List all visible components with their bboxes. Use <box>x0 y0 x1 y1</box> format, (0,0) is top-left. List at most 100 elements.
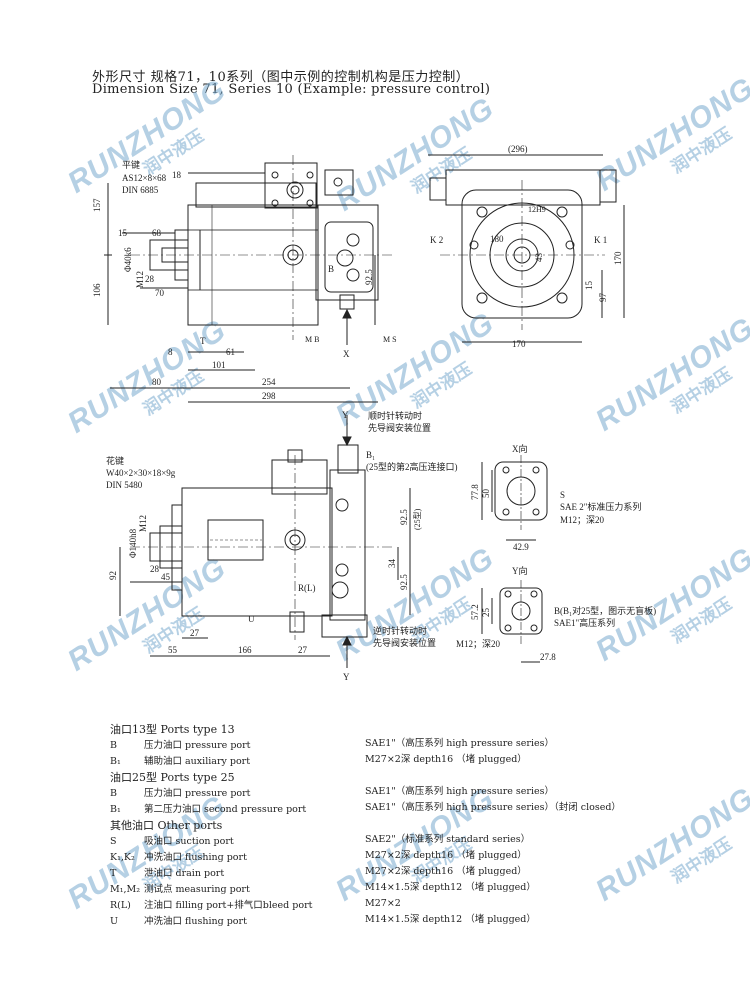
dim-166: 166 <box>238 645 252 655</box>
spline-label-1: 花键 <box>106 455 124 466</box>
key-label-3: DIN 6885 <box>122 185 159 195</box>
x-note-S: S <box>560 490 565 500</box>
legend-code: B₁ <box>110 756 121 767</box>
spec-row: SAE1"（高压系列 high pressure series）（封闭 clos… <box>365 802 621 813</box>
spec-row: SAE1"（高压系列 high pressure series） <box>365 738 554 749</box>
dim-15: 15 <box>118 228 128 238</box>
legend-code: B <box>110 788 117 799</box>
port-Mb: M B <box>305 335 319 344</box>
dim-70: 70 <box>155 288 165 298</box>
cw-note-1: 顺时针转动时 <box>368 410 422 421</box>
key-label-2: AS12×8×68 <box>122 173 167 183</box>
dim-157: 157 <box>92 198 102 212</box>
view-X: X <box>343 349 350 359</box>
spec-row: M27×2深 depth16 （堵 plugged） <box>365 866 527 877</box>
dim-92: 92 <box>108 571 118 580</box>
spec-row: M14×1.5深 depth12 （堵 plugged） <box>365 882 536 893</box>
port-T: T <box>200 336 206 346</box>
legend-desc: 冲洗油口 flushing port <box>144 852 247 863</box>
port-K1: K 1 <box>594 235 607 245</box>
ccw-note-1: 逆时针转动时 <box>373 625 427 636</box>
y-view-title: Y向 <box>512 565 528 576</box>
legend-desc: 注油口 filling port+排气口bleed port <box>144 900 313 911</box>
y-view: Y向 57.2 25 27.8 B(B₁对25型，图示无盲板) SAE1"高压系… <box>456 565 656 663</box>
port-B: B <box>328 264 334 274</box>
port-K2: K 2 <box>430 235 443 245</box>
dim-8: 8 <box>168 347 173 357</box>
key-label-1: 平键 <box>122 159 140 170</box>
dim-40: Φ40k6 <box>123 247 133 272</box>
x-note-m12: M12；深20 <box>560 515 605 525</box>
legend-desc: 泄油口 drain port <box>144 868 225 879</box>
dim-106: 106 <box>92 283 102 297</box>
y-note-sae1: SAE1"高压系列 <box>554 617 615 628</box>
spec-row: SAE1"（高压系列 high pressure series） <box>365 786 554 797</box>
legend-row: R(L) 注油口 filling port+排气口bleed port <box>110 898 312 914</box>
legend-code: B <box>110 740 117 751</box>
legend-row: U 冲洗油口 flushing port <box>110 914 312 930</box>
legend-code: M₁,M₂ <box>110 884 141 895</box>
legend-desc: 冲洗油口 flushing port <box>144 916 247 927</box>
spec-row <box>365 816 621 832</box>
legend-code: U <box>110 916 119 927</box>
legend-code: T <box>110 868 117 879</box>
ports-spec-column: SAE1"（高压系列 high pressure series） M27×2深 … <box>365 736 621 928</box>
b1-note-2: (25型的第2高压连接口) <box>366 461 458 472</box>
spec-row: M27×2 <box>365 898 401 909</box>
dim-m12-b: M12 <box>138 515 148 532</box>
dim-25-type: (25型) <box>413 508 422 530</box>
legend-group-other: 其他油口 Other ports <box>110 819 223 832</box>
dim-28-b: 28 <box>150 564 160 574</box>
legend-code: B₁ <box>110 804 121 815</box>
b1-note-1: B₁ <box>366 450 375 460</box>
legend-code: K₁,K₂ <box>110 852 135 863</box>
dim-57-2: 57.2 <box>470 604 480 620</box>
dim-80: 80 <box>152 377 162 387</box>
dim-42-9: 42.9 <box>513 542 529 552</box>
dim-27-b: 27 <box>298 645 308 655</box>
spline-label-2: W40×2×30×18×9g <box>106 468 176 478</box>
dim-296: (296) <box>508 144 528 154</box>
spec-row: M14×1.5深 depth12 （堵 plugged） <box>365 914 536 925</box>
dim-92-5-c: 92.5 <box>399 574 409 590</box>
title-en: Dimension Size 71, Series 10 (Example: p… <box>92 82 491 97</box>
view-Y-top: Y <box>342 410 349 420</box>
spec-row <box>365 768 621 784</box>
legend-row: K₁,K₂ 冲洗油口 flushing port <box>110 850 312 866</box>
title-cn: 外形尺寸 规格71，10系列（图中示例的控制机构是压力控制） <box>92 70 470 85</box>
dim-170-v: 170 <box>613 251 623 265</box>
port-U: U <box>248 614 255 624</box>
legend-code: R(L) <box>110 900 131 911</box>
dim-15-side: 15 <box>584 281 594 291</box>
dim-43: 43 <box>534 253 544 263</box>
spec-row: M27×2深 depth16 （堵 plugged） <box>365 850 527 861</box>
dim-170-h: 170 <box>512 339 526 349</box>
dim-27-a: 27 <box>190 628 200 638</box>
dim-77-8: 77.8 <box>470 484 480 500</box>
y-note-m12: M12；深20 <box>456 639 501 649</box>
dim-m12: M12 <box>135 271 145 288</box>
legend-desc: 压力油口 pressure port <box>144 788 251 799</box>
dim-92-5-b: 92.5 <box>399 509 409 525</box>
dim-28: 28 <box>145 274 155 284</box>
x-view-title: X向 <box>512 443 528 454</box>
cw-note-2: 先导阀安装位置 <box>368 422 431 433</box>
spec-row: SAE2"（标准系列 standard series） <box>365 834 531 845</box>
dim-25-y: 25 <box>481 608 491 618</box>
legend-group-13: 油口13型 Ports type 13 <box>110 723 235 736</box>
dim-34: 34 <box>387 559 397 569</box>
dimension-drawing: 平键 AS12×8×68 DIN 6885 1 <box>92 144 656 682</box>
x-note-sae2: SAE 2"标准压力系列 <box>560 501 641 512</box>
dim-50: 50 <box>481 489 491 499</box>
dim-55: 55 <box>168 645 178 655</box>
x-view: X向 77.8 50 42.9 S SAE 2"标准压力系列 M12；深20 <box>470 443 641 552</box>
dim-101: 101 <box>212 360 226 370</box>
legend-row: B₁ 辅助油口 auxiliary port <box>110 754 312 770</box>
legend-desc: 辅助油口 auxiliary port <box>144 756 251 767</box>
spec-row: M27×2深 depth16 （堵 plugged） <box>365 754 527 765</box>
dim-12h9: 12H9 <box>528 205 546 214</box>
